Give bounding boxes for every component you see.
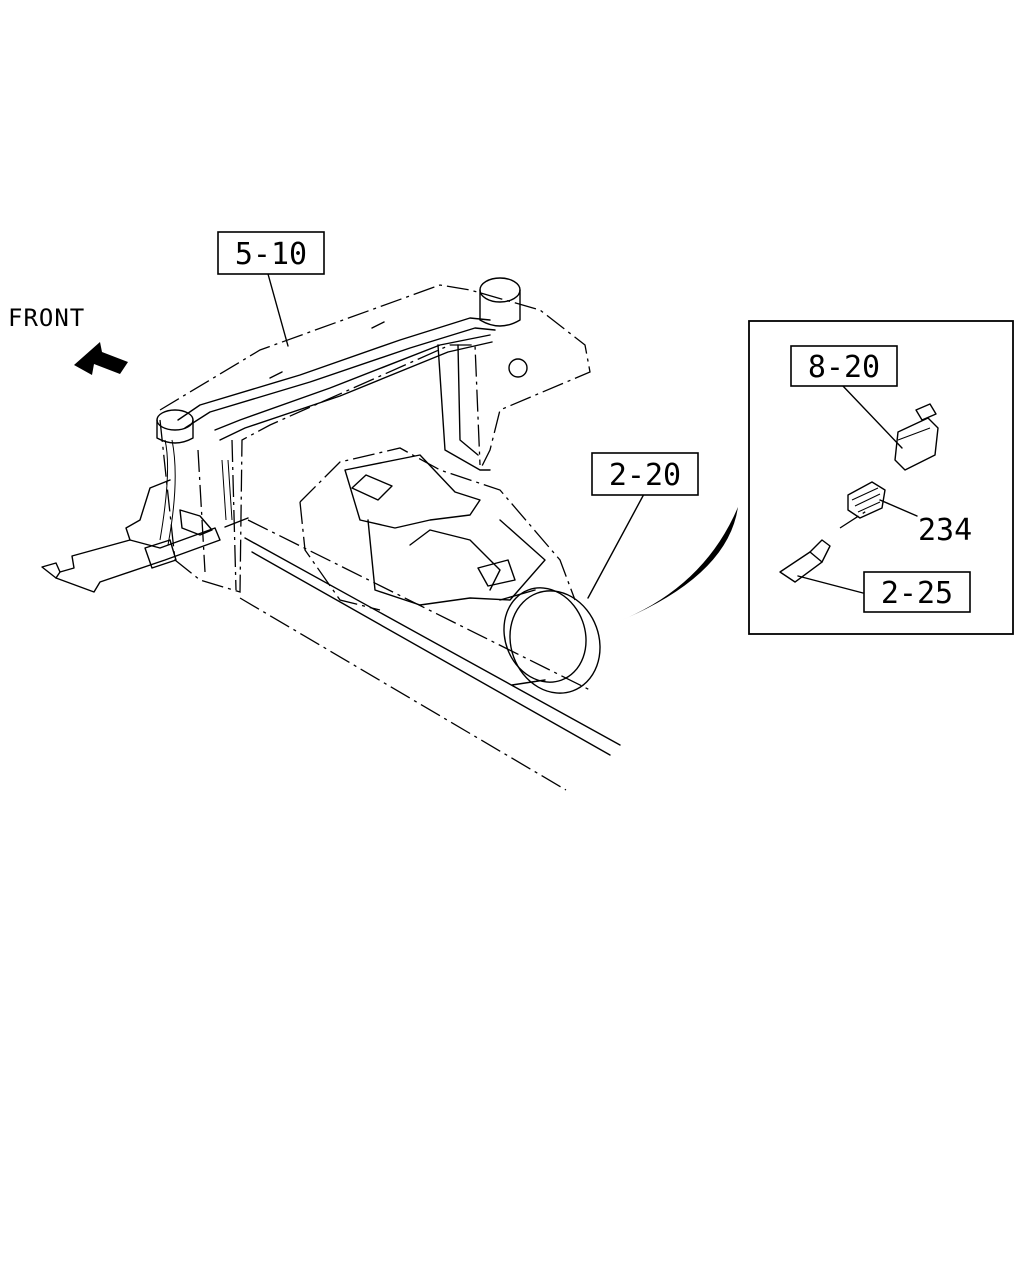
front-indicator: FRONT xyxy=(8,304,128,375)
detail-pointer xyxy=(622,507,738,620)
callout-234: 234 xyxy=(918,513,972,548)
detail-inset: 8-20 234 2-25 xyxy=(748,320,1014,635)
callout-text: 2-20 xyxy=(609,458,681,493)
sensor-bracket-part xyxy=(894,403,939,471)
sensor-cable-part xyxy=(779,509,869,583)
front-arrow-icon xyxy=(74,342,128,375)
front-label: FRONT xyxy=(8,304,85,332)
callout-text: 2-25 xyxy=(881,576,953,611)
callout-2-25: 2-25 xyxy=(863,571,971,613)
crossmember-assembly xyxy=(144,277,591,593)
callout-5-10: 5-10 xyxy=(217,231,325,347)
callout-text: 8-20 xyxy=(808,350,880,385)
callout-8-20: 8-20 xyxy=(790,345,898,387)
chassis-frame xyxy=(41,479,621,791)
callout-2-20: 2-20 xyxy=(587,452,699,599)
transmission xyxy=(299,447,601,694)
speed-sensor-part xyxy=(847,481,886,519)
callout-text: 5-10 xyxy=(235,237,307,272)
